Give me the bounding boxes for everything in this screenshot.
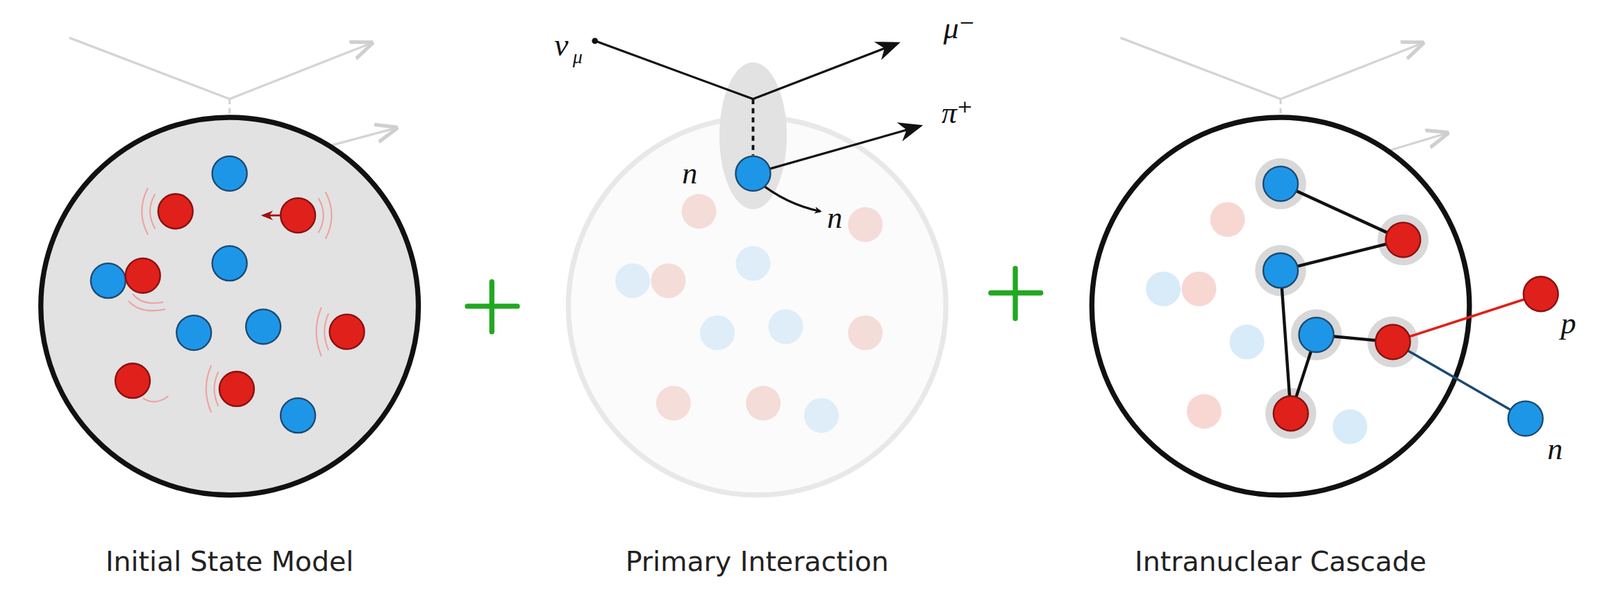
neutron <box>735 245 771 281</box>
particle-label: n <box>827 202 843 234</box>
halos <box>1254 158 1429 439</box>
proton <box>1181 271 1217 307</box>
proton-track <box>1393 293 1541 342</box>
panel-caption: Intranuclear Cascade <box>1066 545 1496 578</box>
muon-arrow <box>752 43 896 99</box>
neutron <box>212 156 248 191</box>
neutron <box>768 309 803 344</box>
cascade-line <box>1280 270 1291 414</box>
boson-line <box>751 99 755 156</box>
particle-label: p <box>1560 308 1576 339</box>
proton <box>1385 222 1421 257</box>
particle-label: μ <box>572 47 583 67</box>
neutron <box>1508 401 1544 437</box>
neutron <box>212 245 248 281</box>
neutron <box>280 397 316 433</box>
motion-arc <box>150 193 155 229</box>
proton <box>847 315 883 350</box>
neutron <box>245 309 281 344</box>
proton <box>329 314 365 350</box>
plus-bar <box>489 281 495 332</box>
panel-caption: Initial State Model <box>15 545 444 578</box>
particle-label: μ⁻ <box>943 13 975 44</box>
nucleus-panel: Intranuclear Cascade <box>1066 112 1496 587</box>
motion-arcs <box>128 187 332 412</box>
proton <box>681 193 717 229</box>
panel-caption: Primary Interaction <box>543 545 972 578</box>
motion-arc <box>141 187 148 235</box>
neutrino-line <box>595 40 754 100</box>
proton <box>656 386 691 421</box>
neutron <box>1299 317 1335 353</box>
motion-arc <box>325 191 332 239</box>
halo <box>1265 387 1316 439</box>
nucleus-panel: Primary Interaction <box>543 112 972 587</box>
neutron <box>804 397 839 433</box>
particle-label: n <box>681 158 698 189</box>
proton <box>115 363 150 398</box>
proton <box>847 206 883 242</box>
proton <box>1186 393 1222 429</box>
neutron <box>1332 409 1368 444</box>
neutron <box>615 263 650 298</box>
motion-arc <box>316 306 322 357</box>
plus-sign <box>990 268 1041 319</box>
neutron <box>700 315 735 350</box>
nucleus-panel: Initial State Model <box>15 112 444 587</box>
motion-arc <box>132 293 164 303</box>
cascade-lines <box>1280 184 1403 414</box>
cascade-line <box>1280 184 1403 241</box>
nucleus <box>40 117 419 496</box>
proton <box>745 386 781 421</box>
neutron <box>1263 252 1298 288</box>
interaction-blob <box>719 62 787 210</box>
proton <box>125 258 161 294</box>
proton <box>280 197 316 233</box>
halo <box>1367 316 1419 368</box>
faint-arrow <box>1280 43 1421 99</box>
motion-arc <box>128 301 166 312</box>
nucleons <box>90 156 365 433</box>
faint-line <box>69 37 230 99</box>
nucleus <box>1091 117 1470 496</box>
motion-arc <box>318 197 323 233</box>
motion-arc <box>206 365 212 413</box>
neutron-track <box>1393 341 1526 419</box>
particle-label: n <box>1547 434 1563 465</box>
halo <box>1254 158 1306 210</box>
proton <box>650 263 686 298</box>
neutron <box>1229 324 1265 360</box>
plus-bar <box>1012 268 1018 319</box>
halo <box>1254 245 1306 296</box>
neutron <box>90 263 126 298</box>
nucleus-faded <box>568 117 946 496</box>
faint-arrow <box>229 43 370 99</box>
neutron <box>735 156 771 191</box>
halo <box>1377 214 1429 266</box>
proton <box>1210 202 1246 237</box>
proton <box>1273 395 1309 431</box>
neutron <box>1145 271 1181 307</box>
proton <box>1375 324 1411 360</box>
faded-nucleons <box>1145 202 1368 444</box>
motion-arc <box>214 371 219 407</box>
motion-arc <box>143 395 169 402</box>
pion-arrow <box>752 126 919 174</box>
proton <box>1523 276 1559 312</box>
particle-label: ν <box>554 29 569 62</box>
plus-sign <box>467 281 518 332</box>
particle-label: π⁺ <box>941 97 973 129</box>
cascade-line <box>1280 239 1403 271</box>
neutron <box>176 315 212 350</box>
nucleons <box>1263 166 1559 437</box>
halo <box>1290 309 1342 360</box>
neutron <box>1263 166 1298 202</box>
proton <box>219 371 255 407</box>
faded-nucleons <box>615 193 883 433</box>
faint-line <box>1120 37 1281 99</box>
proton <box>158 193 194 229</box>
motion-arc <box>324 313 329 350</box>
